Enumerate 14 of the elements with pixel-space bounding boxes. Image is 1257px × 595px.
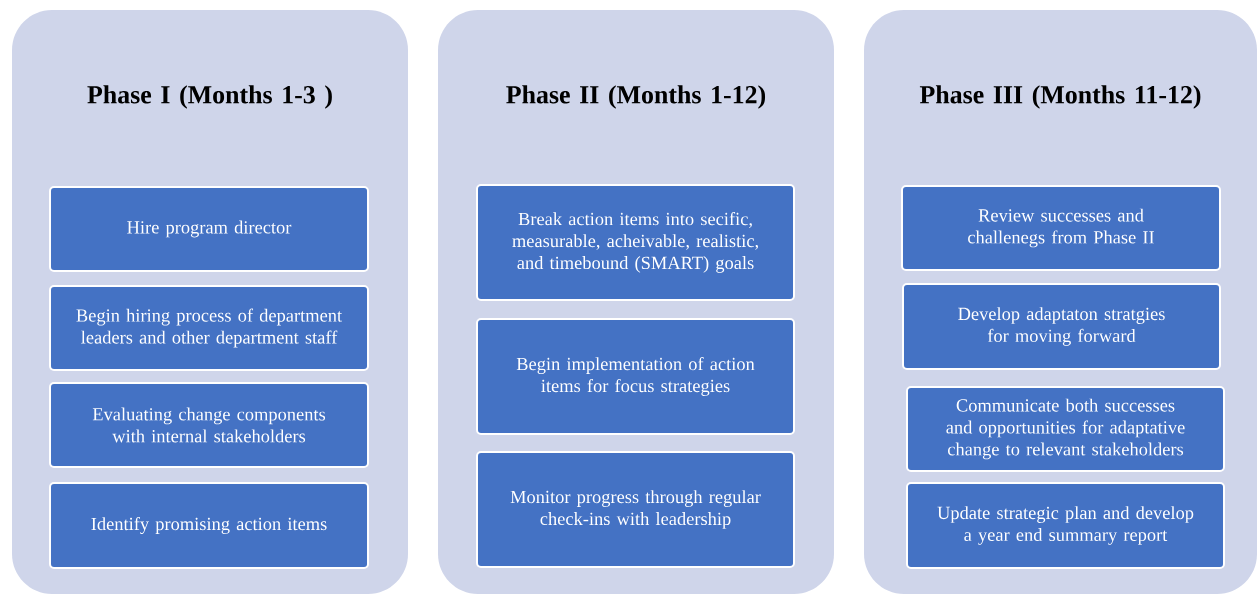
- task-box: Begin implementation of action items for focus strategies: [476, 318, 795, 435]
- task-box: Develop adaptaton stratgies for moving forward: [902, 283, 1221, 370]
- phase-title: Phase III (Months 11-12): [919, 85, 1201, 109]
- task-box: Communicate both successes and opportunities for adaptative change to relevant stakeholders: [906, 386, 1225, 472]
- phase-title: Phase I (Months 1-3 ): [87, 85, 332, 109]
- task-box: Begin hiring process of department leaders and other department staff: [49, 285, 369, 371]
- task-box: Monitor progress through regular check-ins with leadership: [476, 451, 795, 568]
- phase-title: Phase II (Months 1-12): [506, 85, 766, 109]
- task-box: Break action items into secific, measurable, acheivable, realistic, and timebound (SMART) goals: [476, 184, 795, 301]
- task-box: Review successes and challenegs from Phase II: [901, 185, 1221, 271]
- task-box: Identify promising action items: [49, 482, 369, 569]
- task-box: Update strategic plan and develop a year end summary report: [906, 482, 1225, 569]
- task-box: Hire program director: [49, 186, 369, 272]
- task-box: Evaluating change components with internal stakeholders: [49, 382, 369, 468]
